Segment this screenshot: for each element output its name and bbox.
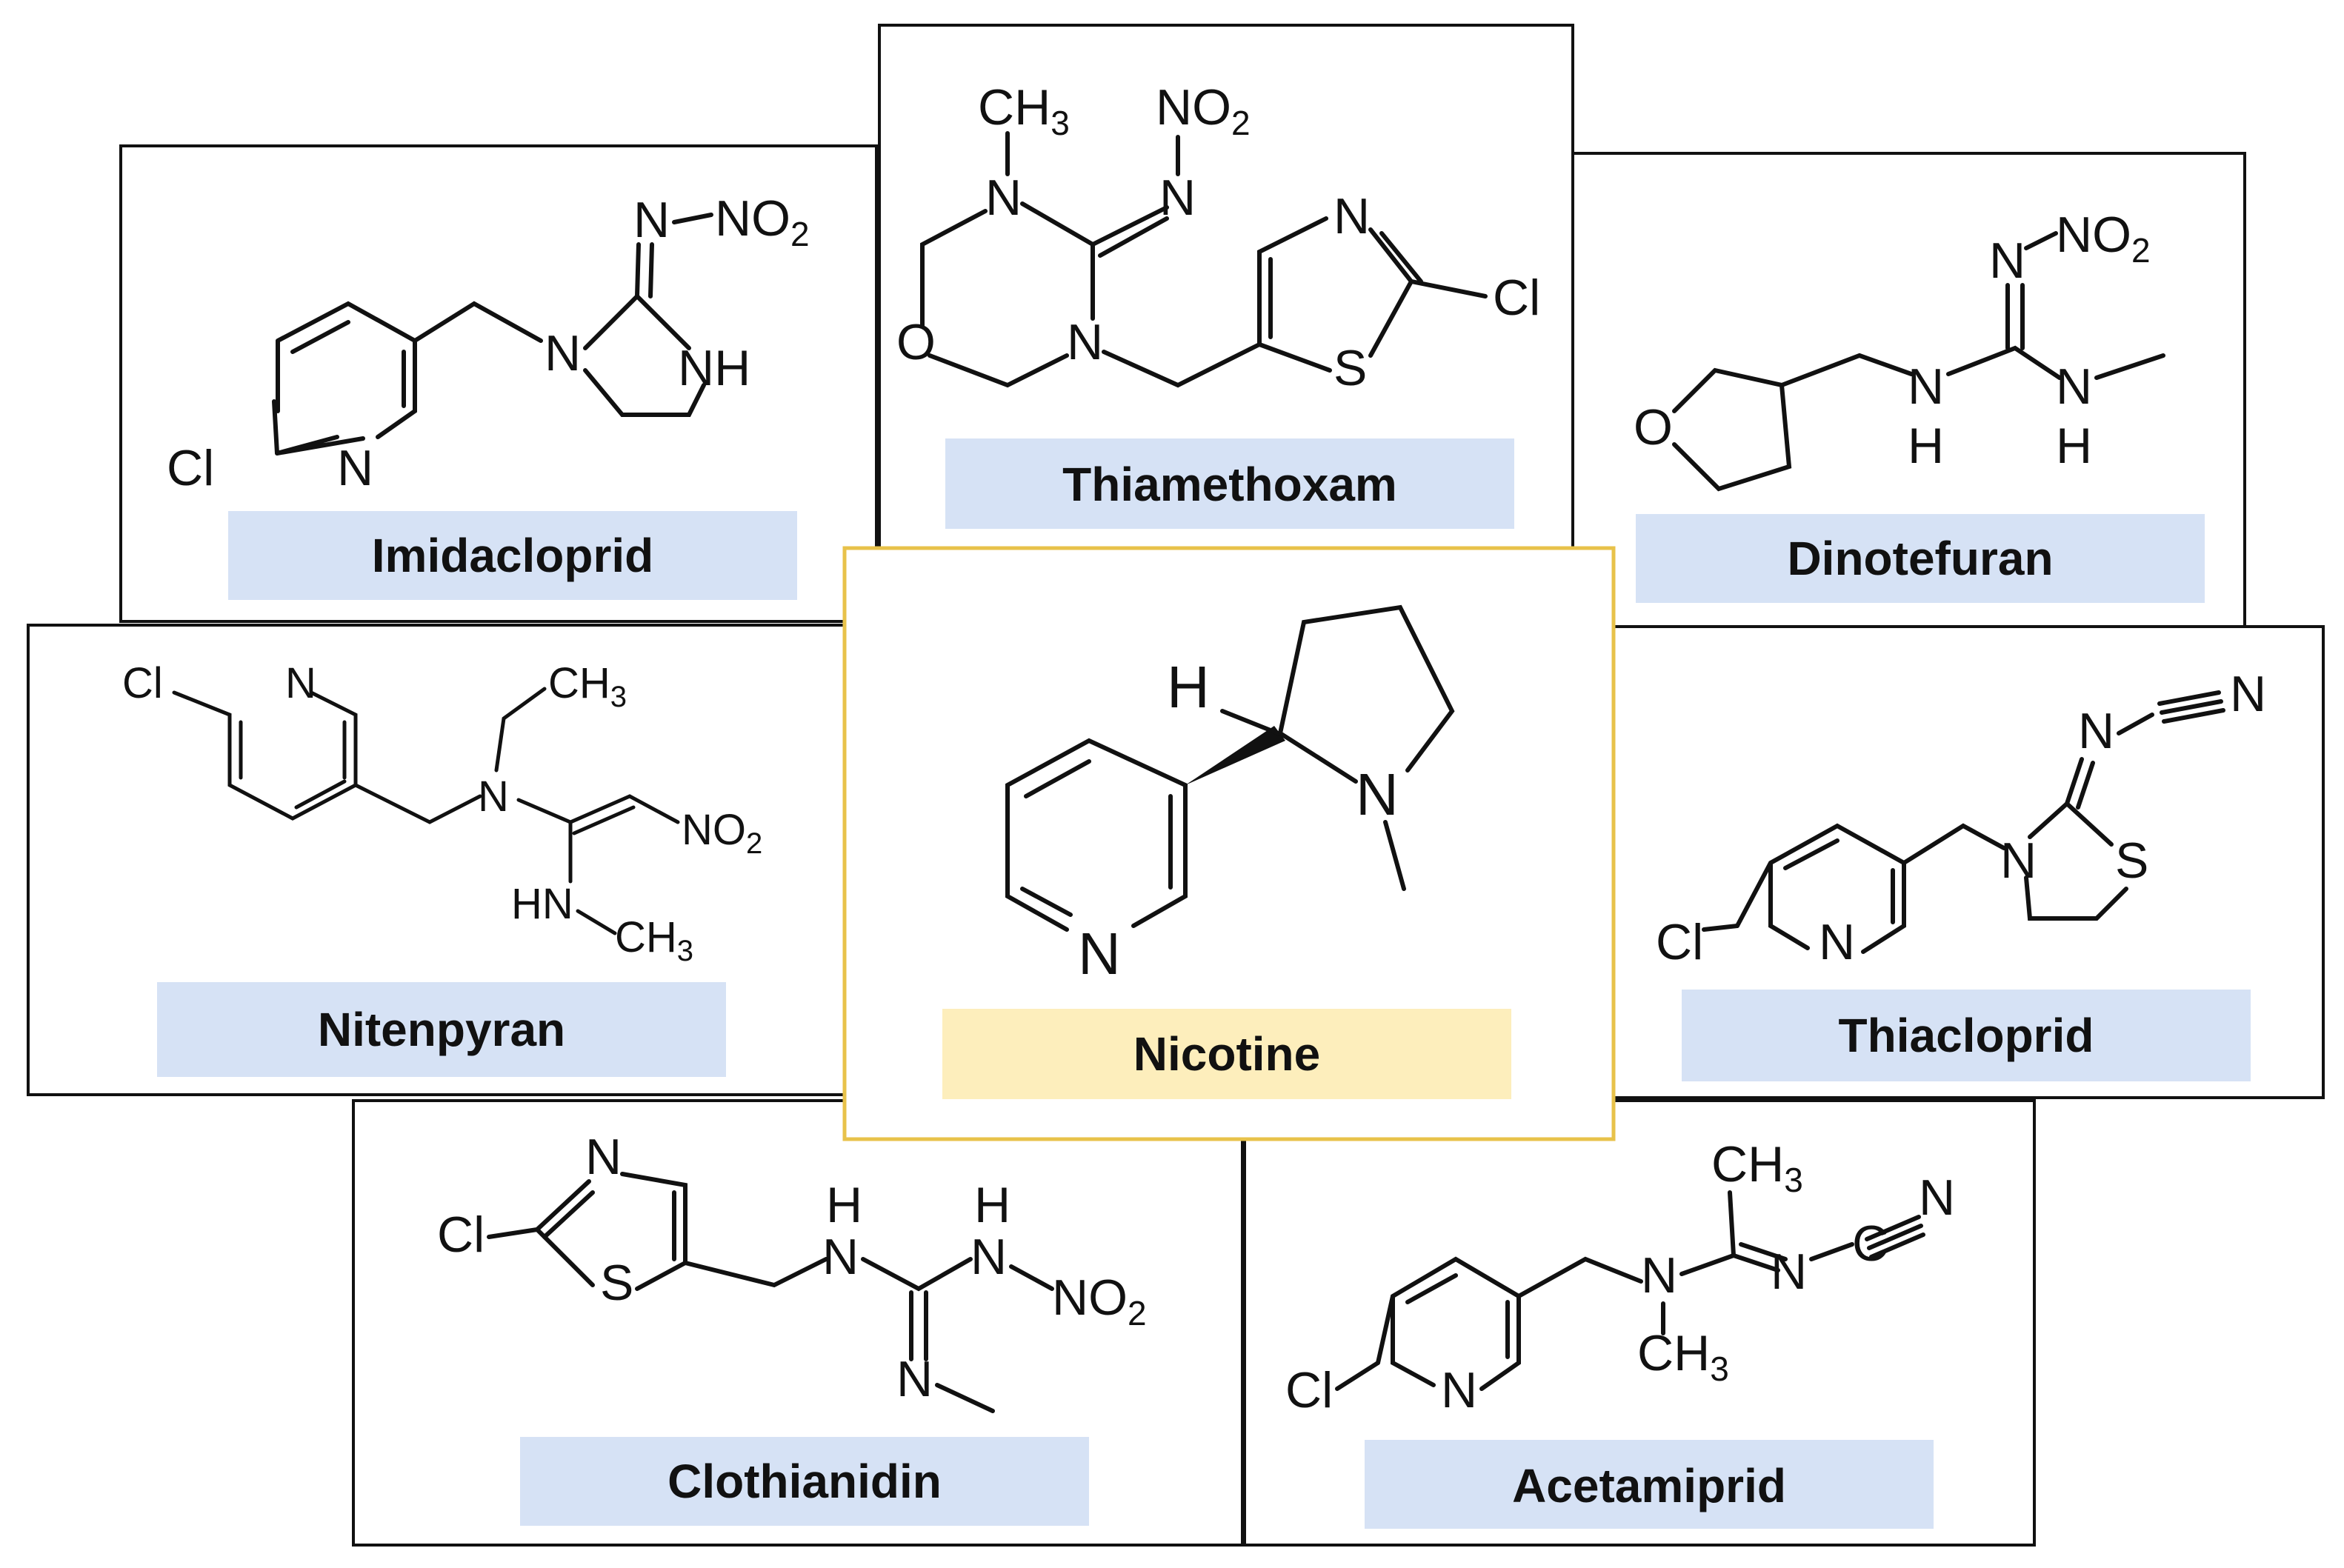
svg-text:N: N [2230, 666, 2266, 722]
svg-text:O: O [1634, 399, 1673, 456]
svg-text:N: N [545, 325, 581, 381]
svg-text:CH3: CH3 [548, 659, 627, 713]
svg-text:Cl: Cl [1493, 270, 1540, 326]
svg-text:NH: NH [678, 340, 750, 396]
svg-text:N: N [1441, 1362, 1477, 1418]
svg-text:N: N [1356, 761, 1399, 827]
svg-text:N: N [285, 659, 316, 707]
svg-text:S: S [2115, 833, 2148, 889]
structure-clothianidin: Cl N S H N H N N NO2 [437, 1129, 1147, 1413]
svg-text:HN: HN [511, 880, 573, 928]
svg-text:NO2: NO2 [715, 190, 810, 253]
svg-text:Cl: Cl [1656, 914, 1703, 970]
structure-nitenpyran: Cl N CH3 N NO2 HN CH3 [122, 659, 762, 967]
svg-text:CH3: CH3 [1711, 1136, 1803, 1199]
compound-name: Thiamethoxam [1062, 458, 1397, 511]
svg-text:N: N [585, 1129, 622, 1185]
svg-text:NO2: NO2 [1156, 79, 1251, 142]
compound-name: Acetamiprid [1512, 1459, 1786, 1512]
svg-text:H: H [974, 1177, 1010, 1233]
svg-text:H: H [2056, 418, 2092, 474]
svg-text:H: H [826, 1177, 862, 1233]
svg-text:NO2: NO2 [2056, 207, 2151, 270]
svg-text:NO2: NO2 [1052, 1270, 1147, 1332]
svg-text:S: S [600, 1255, 633, 1311]
nameplate-acetamiprid: Acetamiprid [1365, 1440, 1934, 1529]
svg-text:N: N [1908, 358, 1944, 415]
svg-text:NO2: NO2 [682, 806, 762, 860]
structure-dinotefuran: O N H N H N NO2 [1634, 207, 2165, 492]
svg-text:Cl: Cl [437, 1207, 485, 1263]
svg-text:CH3: CH3 [1637, 1325, 1729, 1388]
structure-nicotine: H N N [1005, 604, 1455, 987]
svg-text:CH3: CH3 [615, 913, 693, 967]
nameplate-nicotine: Nicotine [942, 1009, 1511, 1099]
svg-text:N: N [1819, 914, 1855, 970]
compound-name: Dinotefuran [1787, 532, 2053, 585]
svg-text:N: N [2000, 833, 2037, 889]
nameplate-clothianidin: Clothianidin [520, 1437, 1089, 1526]
compound-name: Imidacloprid [372, 529, 654, 582]
svg-text:N: N [1067, 314, 1103, 370]
compound-name: Nicotine [1133, 1027, 1320, 1081]
structure-imidacloprid: Cl N N NH N NO2 [167, 190, 810, 496]
svg-text:N: N [337, 440, 373, 496]
compound-name: Clothianidin [667, 1455, 942, 1508]
svg-text:N: N [1334, 188, 1370, 244]
compound-name: Thiacloprid [1839, 1009, 2094, 1062]
svg-text:CH3: CH3 [978, 79, 1070, 142]
svg-text:N: N [633, 192, 670, 248]
structure-thiamethoxam: CH3 NO2 N N O N N S Cl [896, 79, 1540, 396]
svg-text:Cl: Cl [122, 659, 163, 707]
svg-text:N: N [970, 1229, 1007, 1285]
svg-text:N: N [1159, 170, 1196, 226]
nameplate-thiamethoxam: Thiamethoxam [945, 438, 1514, 529]
svg-text:N: N [1078, 921, 1121, 987]
structure-thiacloprid: Cl N N S N N [1656, 666, 2266, 970]
nameplate-imidacloprid: Imidacloprid [228, 511, 797, 600]
structure-acetamiprid: Cl N N CH3 N CH3 N C [1285, 1136, 1955, 1418]
svg-text:N: N [1989, 233, 2025, 289]
svg-text:C: C [1852, 1215, 1888, 1272]
svg-text:N: N [2078, 703, 2114, 759]
svg-text:N: N [1919, 1170, 1955, 1226]
svg-text:O: O [896, 314, 936, 370]
svg-text:Cl: Cl [1285, 1362, 1333, 1418]
nameplate-dinotefuran: Dinotefuran [1636, 514, 2205, 603]
svg-text:N: N [985, 170, 1022, 226]
svg-text:N: N [822, 1229, 859, 1285]
nameplate-thiacloprid: Thiacloprid [1682, 990, 2251, 1081]
svg-text:N: N [1641, 1247, 1677, 1304]
nameplate-nitenpyran: Nitenpyran [157, 982, 726, 1077]
svg-text:N: N [2056, 358, 2092, 415]
svg-text:H: H [1908, 418, 1944, 474]
svg-text:N: N [478, 773, 509, 821]
svg-text:H: H [1167, 654, 1210, 720]
svg-text:Cl: Cl [167, 440, 214, 496]
svg-text:S: S [1334, 340, 1367, 396]
compound-name: Nitenpyran [318, 1003, 565, 1056]
